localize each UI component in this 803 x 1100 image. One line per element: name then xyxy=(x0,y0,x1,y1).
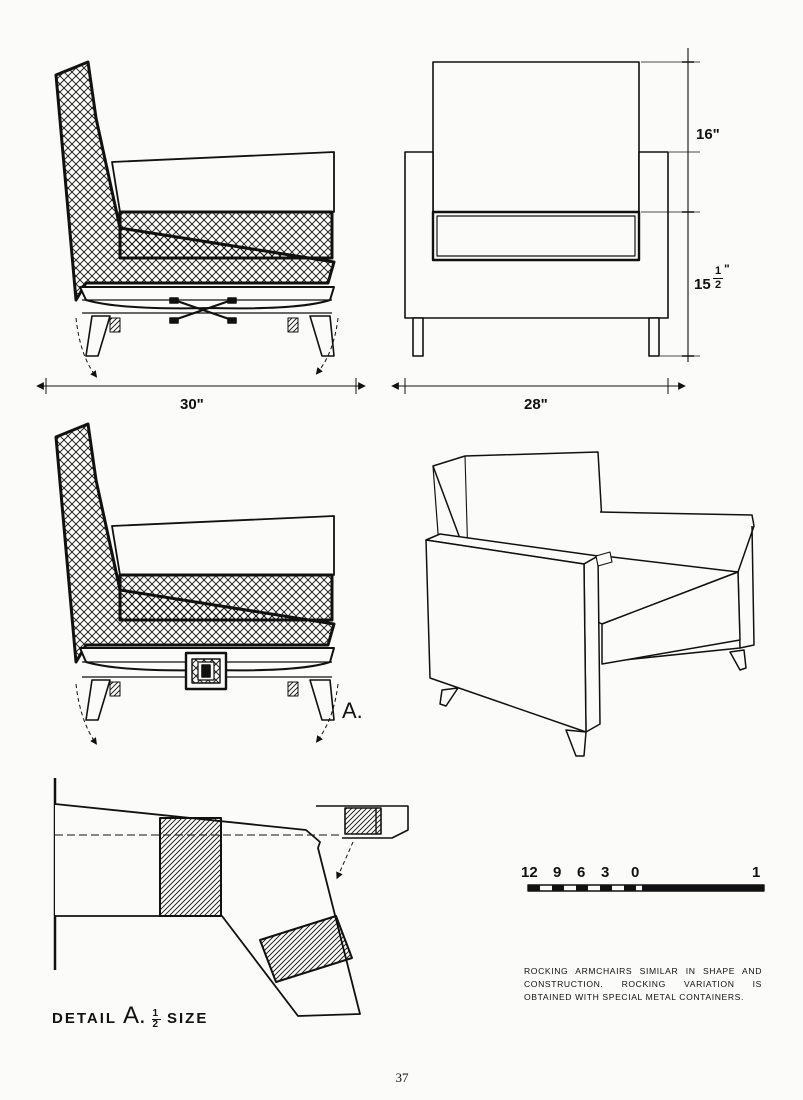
detail-container-outline xyxy=(316,805,409,839)
side-view-rocker-base xyxy=(79,286,335,310)
back-height-label: 16" xyxy=(696,126,720,143)
detail-a-callout: A. xyxy=(342,698,363,723)
variation-arm xyxy=(111,515,335,576)
scale-label-6: 6 xyxy=(577,864,586,881)
variation-seat-cushion xyxy=(118,573,334,622)
variation-back-leg xyxy=(309,679,335,721)
front-view-seat-cushion xyxy=(431,210,641,262)
side-view-seat-cushion xyxy=(118,210,334,260)
side-view-arm xyxy=(111,151,335,213)
variation-front-leg xyxy=(85,679,111,721)
scale-label-1: 1 xyxy=(752,864,761,881)
side-view-chair xyxy=(36,60,366,394)
front-width-label: 28" xyxy=(524,396,548,413)
side-view-rock-arrow-right xyxy=(315,317,339,375)
detail-title-letter: A. xyxy=(122,1002,146,1029)
side-width-label: 30" xyxy=(180,396,204,413)
seat-height-frac-den: 2 xyxy=(714,279,722,291)
perspective-left-arm-side xyxy=(425,539,587,733)
detail-a-drawing xyxy=(53,778,409,1017)
detail-hatched-block-diagonal xyxy=(259,915,353,983)
detail-a-title: DETAIL A. 1 2 SIZE xyxy=(52,1002,208,1030)
detail-hatched-block-vertical xyxy=(159,817,222,917)
page-number: 37 xyxy=(395,1070,409,1085)
scale-label-0: 0 xyxy=(631,864,640,881)
front-view-backrest xyxy=(432,61,640,213)
front-view-left-leg xyxy=(412,317,424,357)
side-view-front-leg xyxy=(85,315,111,357)
seat-height-whole-label: 15 xyxy=(694,276,711,293)
seat-height-fraction: 1 2 xyxy=(713,266,723,291)
perspective-back-leg xyxy=(439,687,459,707)
fraction-bar xyxy=(713,278,723,279)
scale-label-3: 3 xyxy=(601,864,610,881)
figure-caption: ROCKING ARMCHAIRS SIMILAR IN SHAPE AND C… xyxy=(524,966,762,1002)
side-view-rock-arrow-left xyxy=(75,317,98,378)
seat-height-frac-num: 1 xyxy=(714,265,722,277)
scale-bar xyxy=(527,884,765,892)
perspective-front-leg xyxy=(565,729,587,757)
side-view-spring-x xyxy=(173,298,233,322)
detail-scale-den: 2 xyxy=(151,1018,161,1030)
rocking-variation-side-view xyxy=(54,422,339,745)
detail-title-prefix: DETAIL xyxy=(52,1010,117,1027)
detail-scale-fraction: 1 2 xyxy=(151,1007,161,1030)
seat-height-inch-mark: " xyxy=(724,262,730,276)
detail-scale-num: 1 xyxy=(152,1007,161,1019)
scale-label-9: 9 xyxy=(553,864,562,881)
front-view-right-leg xyxy=(648,317,660,357)
detail-title-suffix: SIZE xyxy=(166,1010,209,1027)
perspective-view-chair xyxy=(425,451,755,757)
perspective-right-leg xyxy=(729,649,747,671)
front-view-chair xyxy=(391,48,700,394)
scale-label-12: 12 xyxy=(521,864,538,881)
side-view-back-leg xyxy=(309,315,335,357)
detail-rock-arrow xyxy=(336,841,354,880)
